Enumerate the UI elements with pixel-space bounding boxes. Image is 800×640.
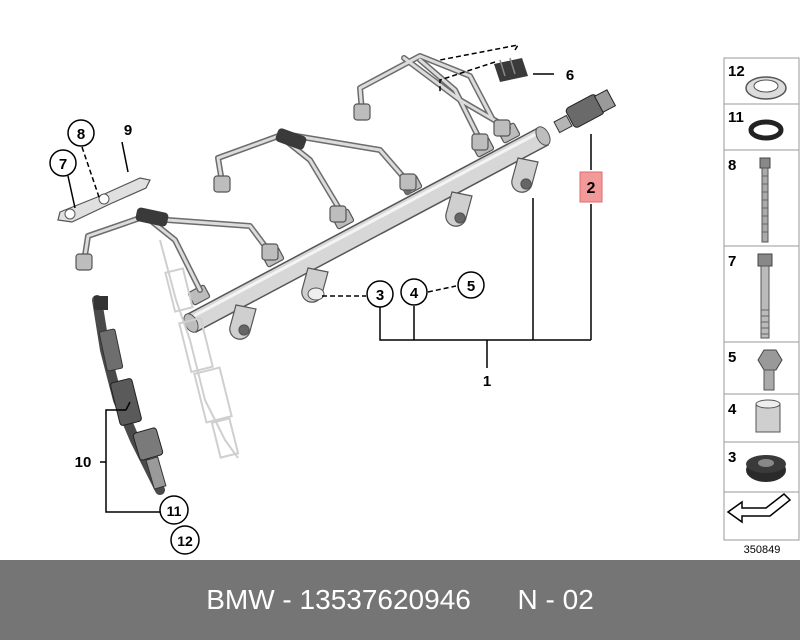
callout-5: 5	[457, 271, 485, 299]
svg-text:6: 6	[566, 67, 574, 84]
hex-bolt-icon	[757, 253, 773, 339]
svg-text:1: 1	[483, 373, 491, 390]
parts-diagram: 1 2 3 4 5 6 7 8 9 10 11 12	[49, 43, 800, 556]
high-pressure-lines	[75, 53, 511, 293]
callout-3: 3	[366, 280, 394, 308]
callout-12: 12	[170, 525, 200, 555]
footer-gap	[471, 584, 518, 616]
fuel-rail	[183, 122, 551, 340]
injector	[92, 295, 167, 495]
svg-text:12: 12	[177, 533, 193, 549]
callout-1: 1	[483, 373, 491, 390]
svg-text:2: 2	[587, 180, 596, 197]
diagram-number: 350849	[744, 544, 781, 556]
leader-lines	[67, 43, 592, 513]
callout-7: 7	[49, 149, 77, 177]
callout-2: 2	[579, 171, 603, 203]
side-panel-item-arrow	[723, 491, 800, 541]
svg-text:5: 5	[728, 349, 736, 366]
callout-6: 6	[566, 67, 574, 84]
footer-part-number: 13537620946	[299, 584, 471, 615]
rubber-grommet-icon	[746, 455, 786, 482]
callout-10: 10	[75, 454, 92, 471]
side-panel-item-11: 11	[723, 103, 800, 151]
bracket-plate	[57, 177, 151, 223]
callout-4: 4	[400, 278, 428, 306]
pressure-sensor	[553, 89, 617, 134]
clip-part-6	[494, 57, 528, 82]
sealing-ring-icon	[745, 76, 787, 100]
svg-text:11: 11	[167, 503, 182, 519]
side-panel: 12 11 8 7	[723, 57, 800, 556]
footer-bar: BMW - 13537620946 N - 02	[0, 560, 800, 640]
spacer-sleeve-icon	[755, 399, 781, 433]
svg-text:3: 3	[728, 449, 736, 466]
side-panel-item-8: 8	[723, 149, 800, 247]
side-panel-item-7: 7	[723, 245, 800, 343]
rail-grommet	[307, 287, 325, 301]
side-panel-item-4: 4	[723, 393, 800, 443]
faded-injector	[159, 239, 240, 459]
svg-text:10: 10	[75, 454, 92, 471]
svg-text:8: 8	[728, 157, 736, 174]
arrow-icon	[726, 493, 792, 524]
stud-bolt-icon	[759, 157, 771, 243]
side-panel-item-12: 12	[723, 57, 800, 105]
svg-text:7: 7	[728, 253, 736, 270]
callout-9: 9	[124, 122, 132, 139]
svg-text:12: 12	[728, 63, 745, 80]
footer-brand: BMW	[206, 584, 275, 615]
svg-text:4: 4	[410, 285, 419, 302]
svg-text:5: 5	[467, 278, 475, 295]
svg-text:9: 9	[124, 122, 132, 139]
svg-text:7: 7	[59, 156, 67, 173]
svg-text:11: 11	[728, 109, 744, 126]
callout-11: 11	[159, 495, 189, 525]
o-ring-icon	[748, 119, 784, 141]
collar-screw-icon	[757, 349, 783, 391]
callout-8: 8	[67, 119, 95, 147]
side-panel-item-5: 5	[723, 341, 800, 395]
svg-text:4: 4	[728, 401, 737, 418]
svg-text:3: 3	[376, 287, 384, 304]
footer-separator: -	[274, 584, 300, 615]
side-panel-item-3: 3	[723, 441, 800, 493]
footer-position: N - 02	[517, 584, 594, 615]
svg-text:8: 8	[77, 126, 85, 143]
